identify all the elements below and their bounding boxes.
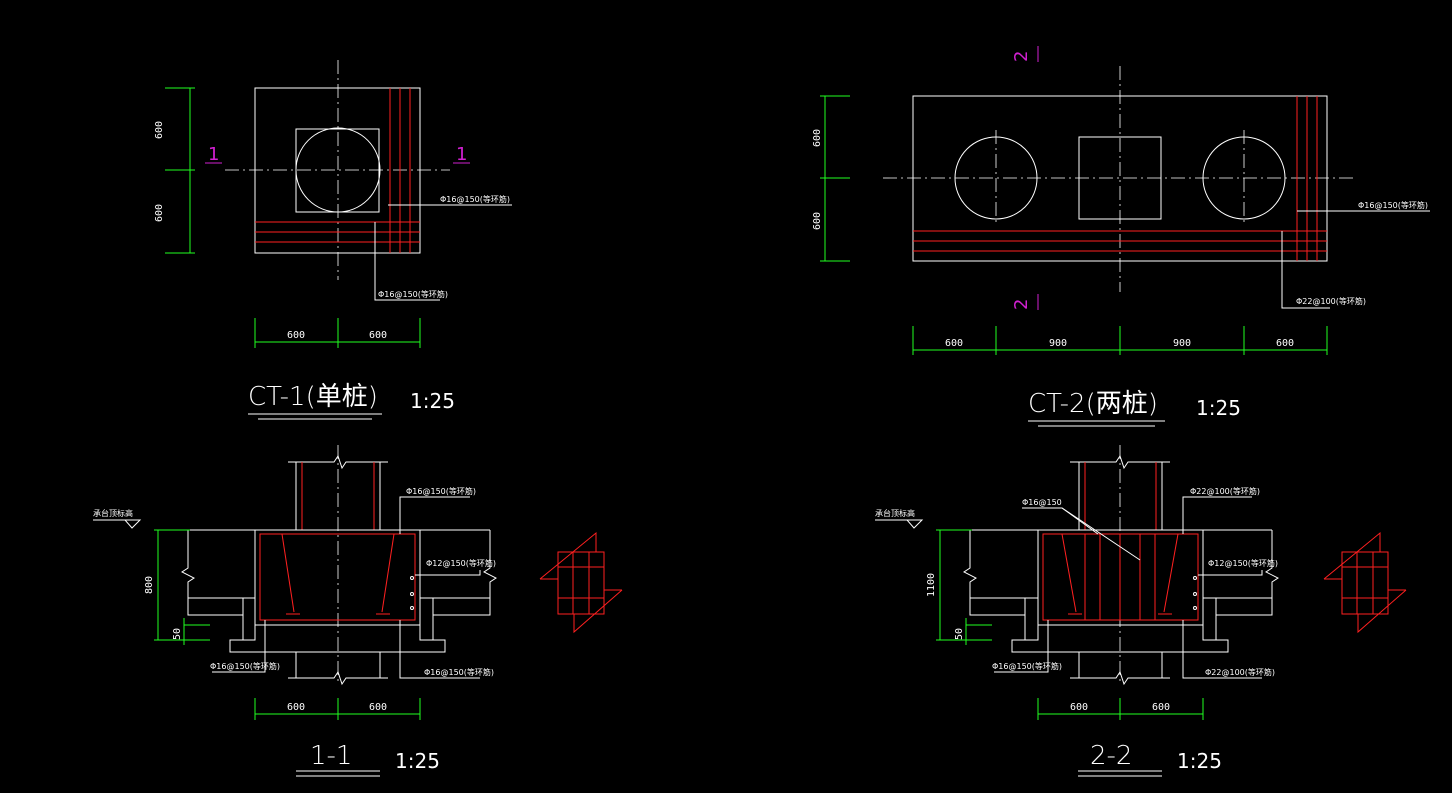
section-1-1: 承台顶标高 Φ16@150(等环筋) Φ12@150(等环筋) Φ16@150(… [93, 445, 497, 777]
svg-text:900: 900 [1173, 338, 1191, 349]
s22-note-top: Φ22@100(等环筋) [1190, 486, 1260, 496]
svg-text:600: 600 [812, 212, 823, 230]
svg-text:1100: 1100 [926, 573, 937, 597]
ct1-leader-2 [374, 222, 440, 301]
s11-title: 1-1 [310, 741, 352, 771]
svg-text:50: 50 [954, 628, 965, 640]
s11-dim-horizontal: 600 600 [254, 698, 421, 720]
ct1-dim-horizontal: 600 600 [254, 318, 421, 348]
ct1-rebar-note-2: Φ16@150(等环筋) [378, 289, 448, 299]
svg-text:600: 600 [1070, 702, 1088, 713]
s22-dim-horizontal: 600 600 [1037, 698, 1204, 720]
ct2-title: CT-2(两桩) [1028, 389, 1158, 419]
ct1-rebar-note-1: Φ16@150(等环筋) [440, 194, 510, 204]
rebar-detail-symbol-2 [1323, 531, 1407, 634]
s22-dim-vertical: 1100 50 [926, 529, 992, 645]
svg-text:600: 600 [1152, 702, 1170, 713]
ct2-dim-vertical: 600 600 [812, 95, 850, 262]
svg-text:900: 900 [1049, 338, 1067, 349]
ct2-section-mark-bottom: 2 [1011, 299, 1032, 310]
ct2-rebar-note-1: Φ16@150(等环筋) [1358, 200, 1428, 210]
svg-text:600: 600 [287, 330, 305, 341]
rebar-detail-symbol-1 [539, 531, 623, 634]
svg-text:600: 600 [812, 129, 823, 147]
ct2-scale: 1:25 [1196, 396, 1241, 420]
s11-scale: 1:25 [395, 749, 440, 773]
ct2-rebar-note-2: Φ22@100(等环筋) [1296, 296, 1366, 306]
ct1-scale: 1:25 [410, 389, 455, 413]
s11-level-label: 承台顶标高 [93, 508, 133, 518]
svg-text:50: 50 [172, 628, 183, 640]
ct2-section-mark-top: 2 [1011, 51, 1032, 62]
s22-level-label: 承台顶标高 [875, 508, 915, 518]
s22-note-bottom-right: Φ22@100(等环筋) [1205, 667, 1275, 677]
s11-note-bottom-right: Φ16@150(等环筋) [424, 667, 494, 677]
svg-text:600: 600 [1276, 338, 1294, 349]
svg-text:600: 600 [369, 702, 387, 713]
ct2-dim-horizontal: 600 900 900 600 [912, 326, 1328, 355]
s11-cap [254, 529, 421, 626]
s11-note-top: Φ16@150(等环筋) [406, 486, 476, 496]
s11-dim-vertical: 800 50 [144, 529, 210, 645]
svg-text:800: 800 [144, 576, 155, 594]
ct1-dim-vertical: 600 600 [154, 87, 195, 254]
section-2-2: 承台顶标高 Φ22@100(等环筋) Φ12@150(等环筋) Φ16@150 [875, 445, 1279, 777]
ct1-section-mark-right: 1 [456, 144, 467, 165]
s11-note-bottom-left: Φ16@150(等环筋) [210, 661, 280, 671]
ct1-section-mark-left: 1 [208, 144, 219, 165]
s22-cap [1037, 529, 1204, 626]
s11-note-side: Φ12@150(等环筋) [426, 558, 496, 568]
ct1-plan: Φ16@150(等环筋) Φ16@150(等环筋) 1 1 600 600 60… [154, 60, 512, 420]
svg-text:600: 600 [287, 702, 305, 713]
svg-text:600: 600 [369, 330, 387, 341]
svg-text:600: 600 [154, 121, 165, 139]
s22-note-side: Φ12@150(等环筋) [1208, 558, 1278, 568]
ct2-rebar [913, 96, 1327, 261]
s22-note-diag: Φ16@150 [1022, 498, 1062, 507]
svg-text:600: 600 [154, 204, 165, 222]
ct1-title: CT-1(单桩) [248, 382, 378, 412]
ct2-leader-2 [1281, 231, 1330, 309]
s22-title: 2-2 [1090, 741, 1132, 771]
svg-text:600: 600 [945, 338, 963, 349]
s22-note-bottom-left: Φ16@150(等环筋) [992, 661, 1062, 671]
ct1-rebar [255, 88, 420, 253]
s22-scale: 1:25 [1177, 749, 1222, 773]
ct1-cap-outline [254, 87, 421, 254]
ct2-plan: Φ16@150(等环筋) Φ22@100(等环筋) 2 2 600 600 60… [812, 46, 1430, 427]
